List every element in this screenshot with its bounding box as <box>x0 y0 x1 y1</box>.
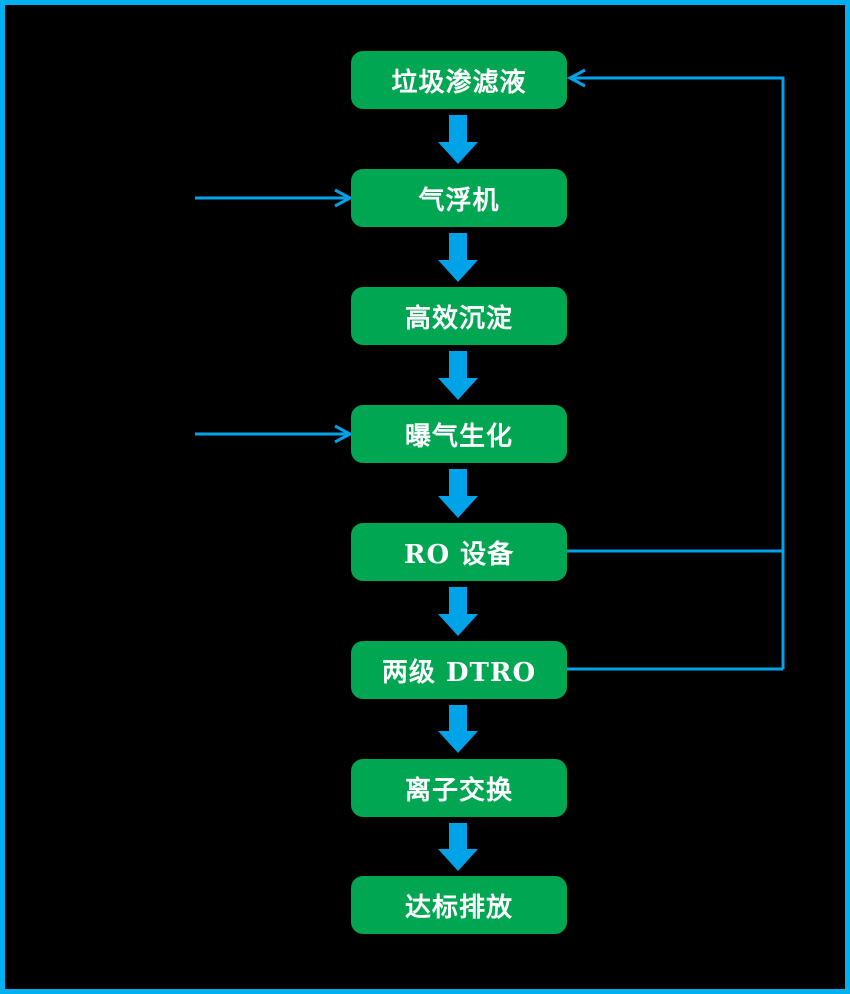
flow-node-leachate: 垃圾渗滤液 <box>351 51 567 109</box>
down-arrow-1 <box>438 115 478 164</box>
flow-node-ro-equipment: RO 设备 <box>351 523 567 581</box>
down-arrow-3 <box>438 351 478 400</box>
down-arrow-6 <box>438 705 478 753</box>
flow-node-air-flotation: 气浮机 <box>351 169 567 227</box>
down-arrow-4 <box>438 469 478 518</box>
flow-node-ion-exchange: 离子交换 <box>351 759 567 817</box>
down-arrow-5 <box>438 587 478 636</box>
flow-node-two-stage-dtro: 两级 DTRO <box>351 641 567 699</box>
flow-node-sedimentation: 高效沉淀 <box>351 287 567 345</box>
input-arrowhead-aeration <box>334 424 354 444</box>
recycle-riser <box>572 76 785 669</box>
flow-node-discharge: 达标排放 <box>351 876 567 934</box>
recycle-arrowhead <box>566 68 586 88</box>
down-arrow-7 <box>438 823 478 871</box>
down-arrow-2 <box>438 233 478 282</box>
input-arrowhead-air-flotation <box>334 188 354 208</box>
flow-node-aeration: 曝气生化 <box>351 405 567 463</box>
